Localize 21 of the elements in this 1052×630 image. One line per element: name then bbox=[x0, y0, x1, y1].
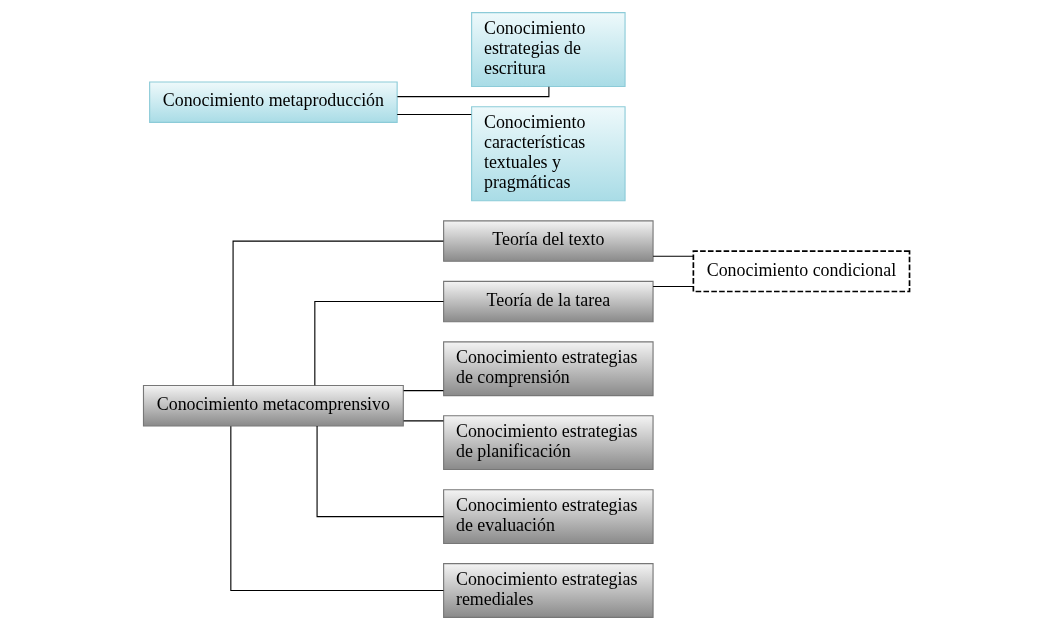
node-box: Conocimiento estrategias de evaluación bbox=[442, 489, 654, 545]
connector bbox=[232, 240, 444, 387]
node-box: Conocimiento estrategias de escritura bbox=[470, 12, 626, 88]
node-box: Teoría de la tarea bbox=[442, 280, 654, 323]
node-box: Conocimiento estrategias de planificación bbox=[442, 415, 654, 471]
connector bbox=[652, 255, 694, 257]
node-box: Conocimiento características textuales y pragmáticas bbox=[470, 106, 626, 202]
connector bbox=[402, 390, 444, 392]
connector bbox=[229, 425, 444, 592]
node-box: Teoría del texto bbox=[442, 220, 654, 262]
node-box: Conocimiento estrategias remediales bbox=[442, 563, 654, 618]
node-box: Conocimiento metaproducción bbox=[148, 81, 398, 123]
connector bbox=[313, 301, 444, 386]
node-box: Conocimiento condicional bbox=[692, 250, 910, 293]
connector bbox=[652, 285, 694, 287]
connector bbox=[316, 425, 444, 518]
node-box: Conocimiento estrategias de comprensión bbox=[442, 341, 654, 397]
connector bbox=[402, 420, 444, 422]
connector bbox=[396, 86, 549, 98]
node-box: Conocimiento metacomprensivo bbox=[142, 385, 404, 427]
connector bbox=[396, 113, 472, 116]
